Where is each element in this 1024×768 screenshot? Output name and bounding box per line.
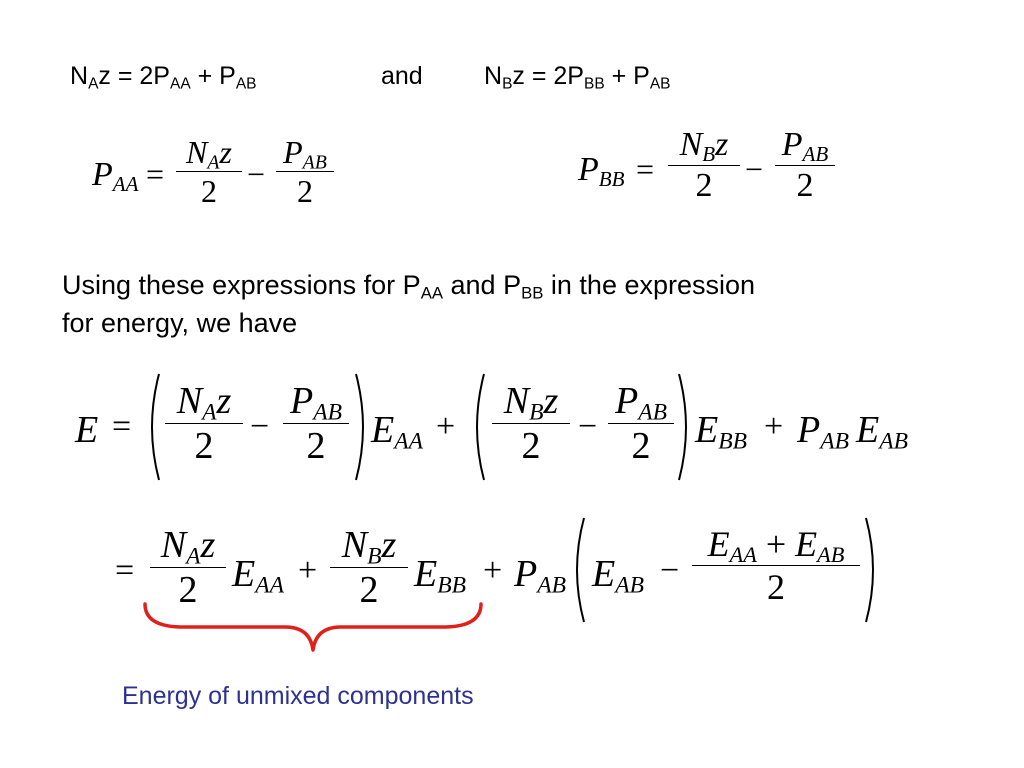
e1-g2-minus: −	[578, 408, 598, 445]
e2-equals: =	[115, 552, 135, 589]
red-brace-icon	[143, 602, 483, 652]
e2-plus-1: +	[298, 552, 318, 589]
e2-P-AB: PAB	[514, 553, 566, 599]
pbb-frac2: PAB 2	[775, 128, 835, 203]
e1-g1-frac2: PAB 2	[283, 382, 349, 465]
e1-left-paren-1	[151, 373, 160, 481]
e2-right-paren	[865, 517, 874, 623]
e2-E-AA: EAA	[232, 553, 284, 599]
paa-minus: −	[247, 156, 266, 192]
e1-g1-minus: −	[250, 408, 270, 445]
relation-b: NBz = 2PBB + PAB	[484, 62, 671, 93]
e1-g2-frac1: NBz 2	[492, 382, 570, 465]
e1-right-paren-2	[678, 373, 687, 481]
e2-E-AB: EAB	[592, 553, 644, 599]
e2-minus: −	[660, 552, 680, 589]
annotation-label: Energy of unmixed components	[122, 682, 474, 710]
e1-equals: =	[112, 408, 132, 445]
e1-E-AB: EAB	[856, 409, 908, 455]
relation-a: NAz = 2PAA + PAB	[70, 62, 257, 93]
e1-plus-2: +	[764, 408, 784, 445]
e2-plus-2: +	[483, 552, 503, 589]
pbb-lhs: PBB	[578, 151, 625, 191]
e1-E: E	[75, 409, 99, 451]
paa-frac2: PAB 2	[276, 136, 334, 207]
e2-frac2: NBz 2	[330, 526, 408, 609]
e1-P-AB: PAB	[797, 409, 849, 455]
and-word: and	[381, 62, 423, 90]
e1-g2-frac2: PAB 2	[608, 382, 674, 465]
e1-right-paren-1	[355, 373, 364, 481]
paa-lhs: PAA	[92, 156, 139, 196]
pbb-equals: =	[636, 151, 655, 187]
e2-frac3: EAA + EAB 2	[692, 526, 860, 605]
e2-E-BB: EBB	[414, 553, 466, 599]
e2-frac1: NAz 2	[150, 526, 226, 609]
e2-left-paren	[576, 517, 585, 623]
paa-frac1: NAz 2	[176, 136, 242, 207]
pbb-minus: −	[745, 151, 764, 187]
pbb-frac1: NBz 2	[668, 128, 740, 203]
paa-equals: =	[146, 156, 165, 192]
e1-plus-1: +	[436, 408, 456, 445]
e1-g1-frac1: NAz 2	[165, 382, 243, 465]
e1-E-BB: EBB	[695, 409, 747, 455]
e1-E-AA: EAA	[371, 409, 423, 455]
paragraph: Using these expressions for PAA and PBB …	[62, 270, 756, 338]
e1-left-paren-2	[476, 373, 485, 481]
